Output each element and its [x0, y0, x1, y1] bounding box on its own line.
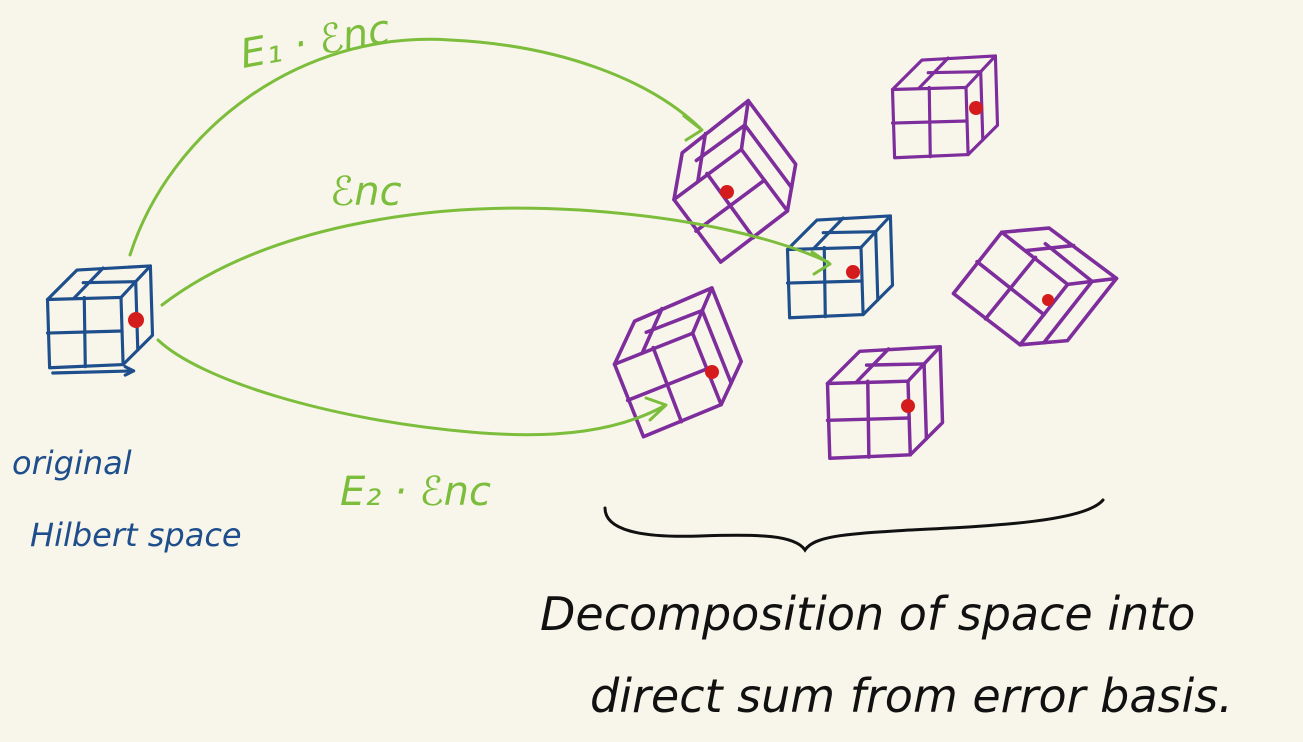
label-e1-enc: E₁ · ℰnc — [237, 6, 394, 78]
error-point-5 — [901, 399, 915, 413]
label-enc: ℰnc — [330, 169, 402, 215]
error-point-1 — [720, 185, 734, 199]
code-subspace-point — [846, 265, 860, 279]
label-original: original — [12, 444, 132, 482]
caption-line-1: Decomposition of space into — [540, 587, 1195, 641]
arrow-e1-enc — [128, 37, 702, 257]
error-subspace-cube-3 — [949, 201, 1121, 371]
error-subspace-cube-4 — [599, 285, 756, 440]
label-hilbert-space: Hilbert space — [30, 516, 242, 554]
label-e2-enc: E₂ · ℰnc — [340, 469, 491, 515]
arrow-e2-enc-head — [644, 396, 668, 422]
caption-line-2: direct sum from error basis. — [590, 669, 1233, 723]
error-subspace-cube-1 — [650, 97, 819, 266]
original-state-point — [128, 312, 144, 328]
error-point-4 — [705, 365, 719, 379]
arrow-enc — [160, 206, 830, 307]
code-subspace-cube — [785, 214, 895, 320]
arrow-e1-enc-head — [682, 114, 704, 142]
grouping-brace — [603, 498, 1105, 553]
arrow-enc-head — [810, 250, 832, 276]
error-subspace-cube-5 — [825, 344, 945, 460]
arrow-e2-enc — [156, 338, 666, 437]
error-point-2 — [969, 101, 983, 115]
error-point-3 — [1042, 294, 1054, 306]
original-hilbert-space-cube — [45, 264, 155, 377]
